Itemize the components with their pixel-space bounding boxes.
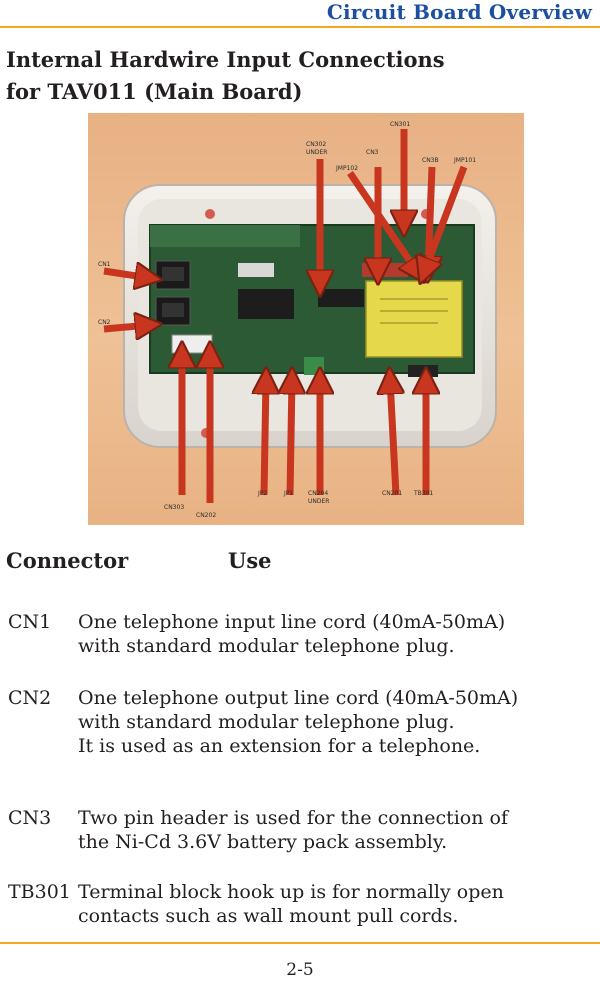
- label-jmp102: JMP102: [335, 165, 358, 172]
- document-title-line1: Internal Hardwire Input Connections: [6, 47, 445, 72]
- column-header-connector: Connector: [6, 548, 129, 573]
- document-title: Internal Hardwire Input Connections for …: [6, 44, 445, 108]
- column-header-use: Use: [228, 548, 272, 573]
- document-title-line2: for TAV011 (Main Board): [6, 79, 303, 104]
- connector-id: CN1: [8, 611, 52, 633]
- label-cn3b: CN3B: [422, 157, 439, 164]
- label-cn204: CN204: [308, 490, 328, 497]
- label-cn3: CN3: [366, 149, 379, 156]
- label-cn1: CN1: [98, 261, 111, 268]
- label-cn302-under: UNDER: [306, 149, 327, 156]
- page-number: 2-5: [286, 960, 314, 980]
- connector-description: Terminal block hook up is for normally o…: [78, 881, 504, 927]
- label-cn2: CN2: [98, 319, 111, 326]
- connector-description: One telephone input line cord (40mA-50mA…: [78, 611, 506, 657]
- label-cn204-under: UNDER: [308, 498, 329, 505]
- connector-id: TB301: [8, 881, 71, 903]
- label-cn301: CN301: [390, 121, 410, 128]
- connector-description: Two pin header is used for the connectio…: [78, 807, 508, 853]
- label-cn302: CN302: [306, 141, 326, 148]
- label-jp2: JP2: [257, 490, 267, 497]
- header-title: Circuit Board Overview: [326, 0, 592, 24]
- circuit-board-photo: CN1 CN2 CN302 UNDER CN3 JMP102 CN301 CN3…: [88, 113, 524, 525]
- connector-id: CN3: [8, 807, 52, 829]
- header-rule: [0, 26, 600, 28]
- label-cn303: CN303: [164, 504, 184, 511]
- label-tb301: TB301: [413, 490, 433, 497]
- relay: [365, 280, 463, 358]
- footer-rule: [0, 942, 600, 944]
- label-cn202: CN202: [196, 512, 216, 519]
- connector-id: CN2: [8, 687, 52, 709]
- label-cn201: CN201: [382, 490, 402, 497]
- connector-description: One telephone output line cord (40mA-50m…: [78, 687, 519, 757]
- label-jmp101: JMP101: [453, 157, 476, 164]
- label-jp1: JP1: [283, 490, 293, 497]
